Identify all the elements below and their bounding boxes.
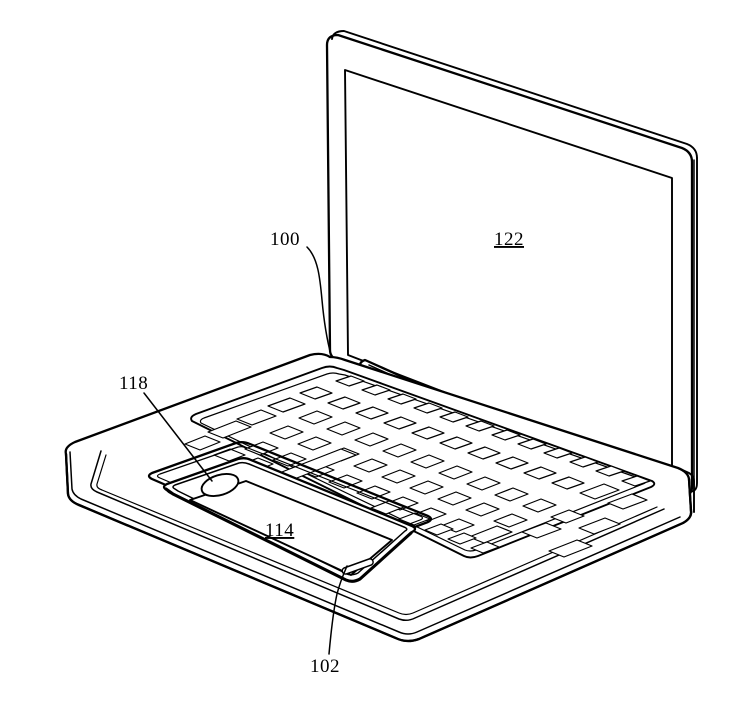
key[interactable] [297,436,332,451]
key[interactable] [465,420,495,432]
key[interactable] [335,375,365,387]
key[interactable] [523,466,557,480]
leader-lines [143,246,348,655]
key-control[interactable] [184,435,221,451]
key[interactable] [569,456,599,468]
key[interactable] [327,396,361,410]
keyboard-row-3[interactable] [267,397,585,524]
key-arrow-updown[interactable] [447,532,477,545]
display-lid-top-thickness [331,30,698,159]
key[interactable] [494,487,529,502]
reference-numeral-122: 122 [494,229,524,250]
key[interactable] [551,476,585,490]
keyboard-row-2[interactable] [299,386,620,500]
key[interactable] [269,425,304,440]
base-left-edge-inner [69,451,681,635]
key[interactable] [382,443,417,458]
leader-line-100 [306,246,332,356]
key[interactable] [465,502,500,517]
key[interactable] [409,480,444,495]
key[interactable] [439,436,473,450]
key[interactable] [236,409,277,426]
key-backslash[interactable] [607,493,648,510]
key[interactable] [383,416,417,430]
key-arrow-right[interactable] [470,541,500,554]
key[interactable] [413,402,443,414]
key-arrow-left[interactable] [424,523,454,536]
handheld-device[interactable] [162,457,417,583]
keyboard-row-5[interactable] [207,420,513,544]
key[interactable] [355,406,389,420]
reference-numeral-labels: 100 122 118 114 102 [119,229,524,677]
base-palmrest-outline-2 [96,454,658,616]
reference-numeral-102: 102 [310,656,340,677]
key[interactable] [267,397,306,413]
key[interactable] [381,469,416,484]
key[interactable] [207,420,252,439]
reference-numeral-118: 118 [119,373,148,394]
key[interactable] [298,410,333,425]
earpiece-speaker-icon [341,558,374,575]
key[interactable] [522,498,557,513]
keyboard-row-1[interactable] [335,375,625,477]
key[interactable] [467,446,501,460]
keyboard-right-column[interactable] [548,475,651,558]
key[interactable] [550,509,585,524]
key[interactable] [387,393,417,405]
key-shift-right[interactable] [548,539,593,558]
base-right-thickness [677,467,695,513]
reference-numeral-114: 114 [265,520,294,541]
key[interactable] [595,465,625,477]
base-palmrest-outline [90,450,665,622]
key[interactable] [466,476,501,491]
handheld-bezel-outline [172,461,408,576]
keyboard-well-outline [190,365,656,559]
key[interactable] [326,421,361,436]
key[interactable] [491,429,521,441]
base-front-thickness [64,452,693,643]
key[interactable] [356,485,391,500]
key[interactable] [521,522,562,539]
key[interactable] [517,438,547,450]
handheld-body-thickness [164,487,413,583]
key[interactable] [438,465,473,480]
key-delete[interactable] [621,475,651,487]
key[interactable] [495,456,529,470]
base-housing [64,352,695,643]
keyboard-keys[interactable] [184,375,651,558]
key[interactable] [543,447,573,459]
key[interactable] [579,483,620,500]
key[interactable] [437,491,472,506]
key[interactable] [354,432,389,447]
keyboard-row-6[interactable] [184,435,500,554]
keyboard-row-4[interactable] [236,409,562,539]
key[interactable] [361,384,391,396]
key-return[interactable] [578,517,621,535]
key[interactable] [411,426,445,440]
key[interactable] [353,458,388,473]
leader-line-102 [328,565,348,655]
key[interactable] [299,386,333,400]
reference-numeral-100: 100 [270,229,300,250]
key[interactable] [439,411,469,423]
leader-line-118 [143,392,213,482]
key[interactable] [493,513,528,528]
key[interactable] [410,454,445,469]
key[interactable] [468,525,513,544]
